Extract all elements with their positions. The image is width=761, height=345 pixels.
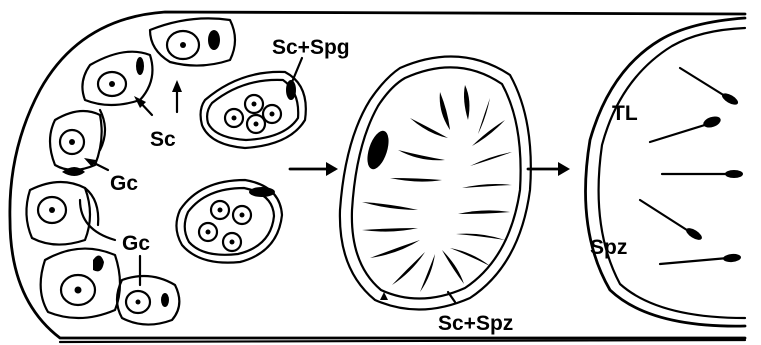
cyst-sc-spg-upper [201, 72, 306, 148]
testicular-lumen-boundary [586, 18, 746, 326]
label-sc-spg: Sc+Spg [272, 36, 350, 59]
label-sc-spz: Sc+Spz [438, 312, 513, 335]
arrows [84, 58, 570, 302]
label-gc-upper: Gc [110, 172, 138, 195]
label-spz: Spz [590, 236, 627, 259]
lumen-spermatozoa [640, 68, 743, 264]
cyst-sc-spz [340, 57, 531, 310]
cyst-spg-lower [176, 180, 282, 263]
label-sc: Sc [150, 128, 176, 151]
label-tl: TL [612, 102, 638, 125]
label-gc-lower: Gc [122, 232, 150, 255]
